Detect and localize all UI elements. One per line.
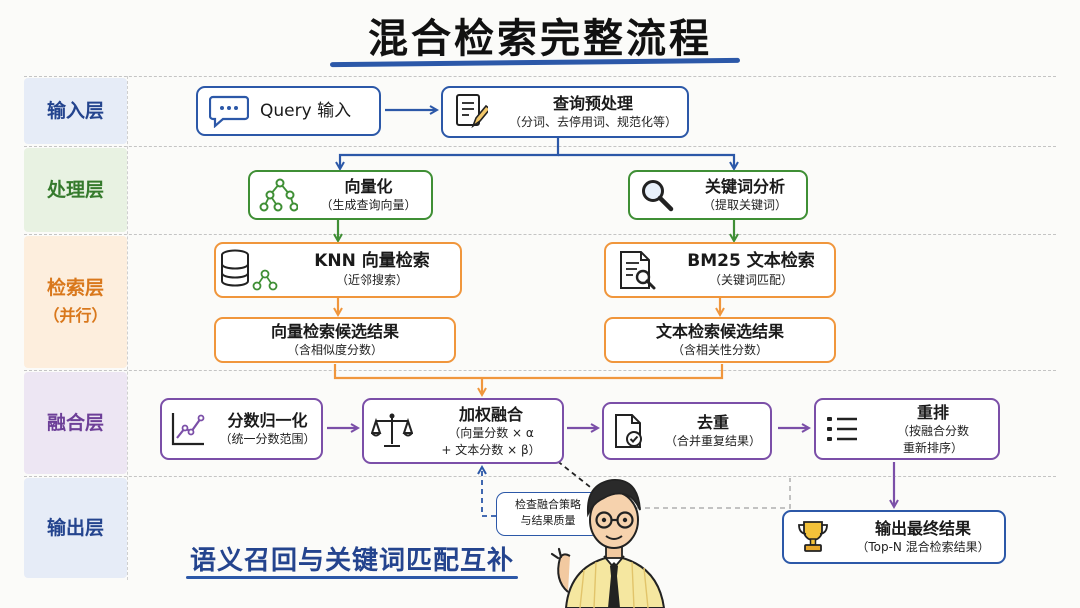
knn-search-node: KNN 向量检索 （近邻搜索） <box>214 242 462 298</box>
chat-bubble-icon <box>198 94 260 128</box>
rerank-node: 重排 （按融合分数 重新排序） <box>814 398 1000 460</box>
layer-divider <box>24 370 1056 371</box>
final-output-label: 输出最终结果 <box>874 519 971 538</box>
weighted-fusion-desc-2: + 文本分数 × β） <box>441 442 541 457</box>
rerank-desc-1: （按融合分数 <box>896 423 969 438</box>
vector-results-desc: （含相似度分数） <box>286 343 383 357</box>
trophy-icon <box>784 519 842 555</box>
dedup-desc: （合并重复结果） <box>664 434 761 448</box>
callout-line-1: 检查融合策略 <box>515 498 581 511</box>
layer-divider <box>24 76 1056 77</box>
score-normalize-node: 分数归一化 （统一分数范围） <box>160 398 323 460</box>
score-normalize-desc: （统一分数范围） <box>219 432 316 446</box>
bm25-search-node: BM25 文本检索 （关键词匹配） <box>604 242 836 298</box>
layer-process-label: 处理层 <box>46 179 104 201</box>
rerank-label: 重排 <box>916 402 949 422</box>
document-edit-icon <box>443 93 499 131</box>
keyword-analysis-label: 关键词分析 <box>704 177 785 196</box>
keyword-analysis-node: 关键词分析 （提取关键词） <box>628 170 808 220</box>
query-preprocess-label: 查询预处理 <box>552 94 633 113</box>
keyword-analysis-desc: （提取关键词） <box>702 198 787 212</box>
dedup-label: 去重 <box>696 413 729 432</box>
knn-search-label: KNN 向量检索 <box>314 251 430 271</box>
rerank-desc-2: 重新排序） <box>902 440 963 455</box>
score-normalize-label: 分数归一化 <box>227 411 308 430</box>
layer-output: 输出层 <box>24 478 127 578</box>
callout-bubble: 检查融合策略 与结果质量 <box>496 492 600 536</box>
layer-divider <box>24 146 1056 147</box>
arrow-preprocess-split <box>340 138 734 168</box>
document-search-icon <box>606 249 668 291</box>
weighted-fusion-node: 加权融合 （向量分数 × α + 文本分数 × β） <box>362 398 564 464</box>
query-input-node: Query 输入 <box>196 86 381 136</box>
text-results-node: 文本检索候选结果 （含相关性分数） <box>604 317 836 363</box>
arrow-results-merge <box>333 364 724 394</box>
bm25-search-desc: （关键词匹配） <box>708 273 793 287</box>
document-check-icon <box>604 411 656 451</box>
band-separator <box>127 76 128 580</box>
layer-output-label: 输出层 <box>46 517 104 539</box>
vectorize-label: 向量化 <box>344 177 393 196</box>
balance-scale-icon <box>364 412 420 450</box>
list-icon <box>816 414 868 444</box>
dedup-node: 去重 （合并重复结果） <box>602 402 772 460</box>
layer-retrieve-label: 检索层 <box>46 277 104 299</box>
final-output-desc: （Top-N 混合检索结果） <box>856 540 990 554</box>
presenter-character-illustration <box>550 479 666 608</box>
vector-results-node: 向量检索候选结果 （含相似度分数） <box>214 317 456 363</box>
query-preprocess-node: 查询预处理 （分词、去停用词、规范化等） <box>441 86 689 138</box>
page-title: 混合检索完整流程 <box>368 16 712 62</box>
layer-fusion: 融合层 <box>24 372 127 474</box>
layer-retrieve-sublabel: （并行） <box>43 306 108 325</box>
bm25-search-label: BM25 文本检索 <box>687 251 815 271</box>
vectorize-node: 向量化 （生成查询向量） <box>248 170 433 220</box>
arrow-retrieve-to-results <box>338 298 720 314</box>
final-output-node: 输出最终结果 （Top-N 混合检索结果） <box>782 510 1006 564</box>
database-graph-icon <box>216 248 284 292</box>
text-results-desc: （含相关性分数） <box>671 343 768 357</box>
layer-divider <box>24 476 1056 477</box>
slogan-underline <box>186 576 518 579</box>
layer-input: 输入层 <box>24 78 127 144</box>
knn-search-desc: （近邻搜索） <box>335 273 408 287</box>
weighted-fusion-desc-1: （向量分数 × α <box>448 425 534 440</box>
query-input-label: Query 输入 <box>260 100 352 121</box>
arrow-process-to-retrieve <box>338 220 734 240</box>
slogan-text: 语义召回与关键词匹配互补 <box>190 546 515 576</box>
layer-input-label: 输入层 <box>46 100 104 122</box>
vectorize-desc: （生成查询向量） <box>320 198 417 212</box>
query-preprocess-desc: （分词、去停用词、规范化等） <box>508 115 677 129</box>
layer-fusion-label: 融合层 <box>46 412 104 434</box>
layer-divider <box>24 234 1056 235</box>
vector-graph-icon <box>250 177 306 213</box>
layer-process: 处理层 <box>24 148 127 232</box>
weighted-fusion-label: 加权融合 <box>458 404 523 424</box>
callout-line-2: 与结果质量 <box>520 514 576 527</box>
text-results-label: 文本检索候选结果 <box>655 322 784 341</box>
magnifier-icon <box>630 178 684 212</box>
layer-retrieve: 检索层 （并行） <box>24 236 127 368</box>
arrow-fusion-chain <box>327 428 894 506</box>
line-chart-icon <box>162 410 214 448</box>
vector-results-label: 向量检索候选结果 <box>270 322 399 341</box>
